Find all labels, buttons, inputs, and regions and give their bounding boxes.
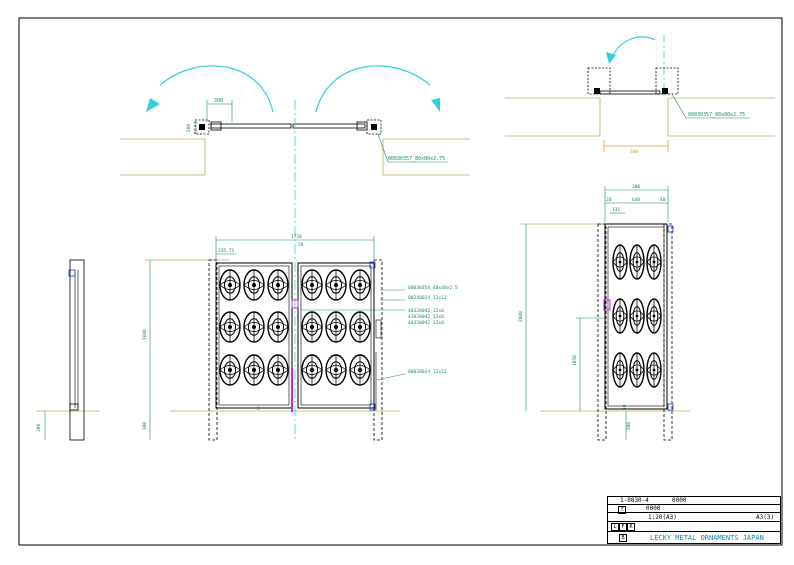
elev-right-dim-below: 300 <box>626 422 632 430</box>
elev-left-dim-top-small: 235.73 <box>218 248 235 254</box>
side-dim-below: 300 <box>36 424 42 432</box>
plan-view-right: 300 00030357_80x80x2.75 <box>505 35 775 155</box>
elev-right-dim-bottom-small: 40 <box>622 404 628 410</box>
callout-4: 41020042_12x6 <box>408 314 444 320</box>
company-name: LECKY METAL ORNAMENTS JAPAN <box>650 534 764 542</box>
ornament-shape <box>219 322 241 332</box>
elev-left-dim-20: 20 <box>298 242 304 248</box>
ornament-shape <box>301 322 323 332</box>
elev-left-dim-bottom-small: 8 <box>257 406 260 412</box>
elev-right-dim-mid: 1050 <box>572 355 578 366</box>
drawing-number: 1-0830-4 <box>620 497 649 504</box>
ornament-shape <box>349 280 371 290</box>
callout-5: 44320042_12x6 <box>408 320 444 326</box>
ornament-shape <box>325 322 347 332</box>
ornament-shape <box>349 365 371 375</box>
swing-arc-left <box>159 65 274 113</box>
sheet-size: A3(3) <box>756 514 775 521</box>
ornament-shape <box>267 365 289 375</box>
ornament-shape <box>243 322 265 332</box>
elevation-right: 300 20 640 40 131 2000 1050 300 40 <box>518 184 690 441</box>
view-b: B <box>619 534 627 542</box>
ornament-shape <box>612 256 628 268</box>
ornament-shape <box>219 280 241 290</box>
code-1: 0000 <box>672 497 687 504</box>
arrow-head-right <box>431 98 440 112</box>
ornament-shape <box>629 310 645 322</box>
ornament-shape <box>646 310 662 322</box>
title-block: 1-0830-4 0000 0000 1:20(A3) A3(3) LECKY … <box>607 496 781 544</box>
ornament-shape <box>612 310 628 322</box>
view-l: L <box>611 523 619 531</box>
plan-right-dim-bottom: 300 <box>630 149 638 155</box>
view-r: R <box>627 523 635 531</box>
ornament-shape <box>646 364 662 376</box>
ornament-shape <box>267 280 289 290</box>
elev-right-dim-131: 131 <box>612 207 620 213</box>
ornament-shape <box>325 280 347 290</box>
arrow-head-left <box>146 98 160 112</box>
elev-right-dim-height: 2000 <box>518 311 524 322</box>
swing-arc-small <box>612 36 656 57</box>
ornament-shape <box>219 365 241 375</box>
plan-right-part-label: 00030357_80x80x2.75 <box>688 112 745 118</box>
ornament-shape <box>349 322 371 332</box>
callout-2: 00240024_12x12 <box>408 295 447 301</box>
callout-1: 00030354_40x40x2.5 <box>408 285 458 291</box>
callout-3: 40320042_12x6 <box>408 308 444 314</box>
elev-right-dim-width: 300 <box>632 184 640 190</box>
plan-left-dim-top: 300 <box>214 98 223 104</box>
scale: 1:20(A3) <box>648 514 677 521</box>
ornament-shape <box>629 364 645 376</box>
ornament-shape <box>646 256 662 268</box>
view-t: T <box>618 506 626 514</box>
elev-left-dim-below: 300 <box>142 422 148 430</box>
elev-right-dim-20: 20 <box>606 197 612 203</box>
view-f: F <box>619 523 627 531</box>
elev-right-dim-40: 40 <box>660 197 666 203</box>
swing-arc-right <box>315 65 431 113</box>
elev-right-dim-640: 640 <box>632 197 640 203</box>
side-view: 300 <box>36 259 100 441</box>
ornament-shape <box>243 365 265 375</box>
ornament-shape <box>612 364 628 376</box>
plan-left-part-label: 00030357_80x80x2.75 <box>388 156 445 162</box>
sheet-border <box>18 17 783 546</box>
ornament-shape <box>301 365 323 375</box>
ornament-shape <box>629 256 645 268</box>
elev-left-dim-width: 1720 <box>291 234 302 240</box>
callout-6: 00030024_12x12 <box>408 369 447 375</box>
elevation-left: 1720 20 235.73 1600 300 8 00030354_40x40… <box>142 234 458 441</box>
ornament-shape <box>301 280 323 290</box>
elev-left-dim-height: 1600 <box>142 329 148 340</box>
plan-view-left: 300 200 00030357_80x80x2.75 <box>120 65 470 176</box>
plan-left-dim-side: 200 <box>186 124 192 132</box>
ornament-shape <box>267 322 289 332</box>
code-2: 0000 <box>646 505 661 512</box>
ornament-shape <box>325 365 347 375</box>
ornament-shape <box>243 280 265 290</box>
